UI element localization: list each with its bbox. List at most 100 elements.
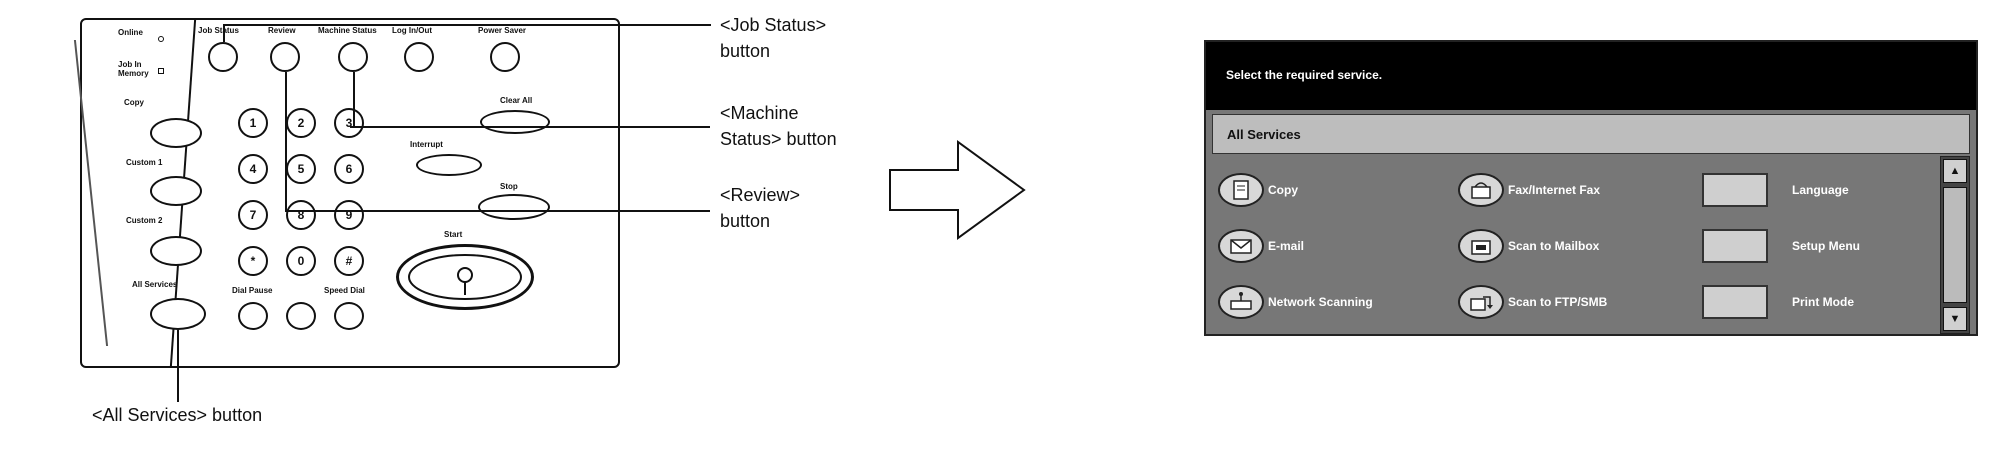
keypad-7[interactable]: 7 bbox=[238, 200, 268, 230]
login-logout-label: Log In/Out bbox=[392, 26, 432, 35]
scroll-thumb[interactable] bbox=[1943, 187, 1967, 303]
keypad-5[interactable]: 5 bbox=[286, 154, 316, 184]
start-button[interactable] bbox=[396, 244, 534, 310]
dial-pause-label: Dial Pause bbox=[232, 286, 273, 295]
review-button[interactable] bbox=[270, 42, 300, 72]
clear-all-button[interactable] bbox=[480, 110, 550, 134]
callout-line: <Machine bbox=[720, 103, 799, 123]
callout-line: Status> button bbox=[720, 129, 837, 149]
all-services-button[interactable] bbox=[150, 298, 206, 330]
copy-button[interactable] bbox=[150, 118, 202, 148]
machine-status-leader-v bbox=[353, 72, 355, 128]
all-services-callout: <All Services> button bbox=[92, 405, 263, 425]
screen-message: Select the required service. bbox=[1226, 68, 1383, 82]
network-scan-icon bbox=[1218, 285, 1264, 319]
interrupt-label: Interrupt bbox=[410, 140, 443, 149]
power-saver-button[interactable] bbox=[490, 42, 520, 72]
review-leader-v bbox=[285, 72, 287, 212]
email-service-button[interactable]: E-mail bbox=[1218, 226, 1304, 266]
service-label: Copy bbox=[1268, 183, 1298, 197]
callout-line: <Review> bbox=[720, 185, 801, 205]
job-status-button[interactable] bbox=[208, 42, 238, 72]
all-services-leader bbox=[177, 330, 179, 402]
service-label: E-mail bbox=[1268, 239, 1305, 253]
custom-1-button[interactable] bbox=[150, 176, 202, 206]
job-status-leader bbox=[223, 24, 225, 42]
keypad-6[interactable]: 6 bbox=[334, 154, 364, 184]
service-label: Scan to FTP/SMB bbox=[1508, 295, 1608, 309]
keypad-3[interactable]: 3 bbox=[334, 108, 364, 138]
start-icon bbox=[408, 254, 522, 300]
start-label: Start bbox=[444, 230, 463, 239]
keypad-9[interactable]: 9 bbox=[334, 200, 364, 230]
review-label: Review bbox=[268, 26, 296, 35]
machine-status-button[interactable] bbox=[338, 42, 368, 72]
callout-line: button bbox=[720, 41, 771, 61]
custom-2-label: Custom 2 bbox=[126, 216, 163, 225]
stop-label: Stop bbox=[500, 182, 518, 191]
keypad-8[interactable]: 8 bbox=[286, 200, 316, 230]
blank-button-icon bbox=[1702, 229, 1768, 263]
scrollbar[interactable]: ▲ ▼ bbox=[1940, 156, 1970, 334]
setup-menu-button[interactable]: Setup Menu bbox=[1702, 226, 1860, 266]
ftp-icon bbox=[1458, 285, 1504, 319]
online-indicator bbox=[158, 36, 164, 42]
review-callout: <Review> button bbox=[720, 182, 800, 234]
keypad-4[interactable]: 4 bbox=[238, 154, 268, 184]
clear-all-label: Clear All bbox=[500, 96, 533, 105]
service-label: Scan to Mailbox bbox=[1508, 239, 1600, 253]
scan-to-mailbox-service-button[interactable]: Scan to Mailbox bbox=[1458, 226, 1599, 266]
scroll-up-icon[interactable]: ▲ bbox=[1943, 159, 1967, 183]
job-status-leader-h bbox=[223, 24, 711, 26]
print-mode-button[interactable]: Print Mode bbox=[1702, 282, 1854, 322]
email-icon bbox=[1218, 229, 1264, 263]
scan-to-ftp-smb-service-button[interactable]: Scan to FTP/SMB bbox=[1458, 282, 1607, 322]
network-scanning-service-button[interactable]: Network Scanning bbox=[1218, 282, 1373, 322]
stop-button[interactable] bbox=[478, 194, 550, 220]
speed-dial-button[interactable] bbox=[334, 302, 364, 330]
callout-line: <Job Status> bbox=[720, 15, 827, 35]
job-status-callout: <Job Status> button bbox=[720, 12, 826, 64]
keypad-hash[interactable]: # bbox=[334, 246, 364, 276]
speed-dial-label: Speed Dial bbox=[324, 286, 365, 295]
all-services-label: All Services bbox=[132, 280, 178, 289]
custom-2-button[interactable] bbox=[150, 236, 202, 266]
review-leader bbox=[285, 210, 710, 212]
mailbox-icon bbox=[1458, 229, 1504, 263]
copy-icon bbox=[1218, 173, 1264, 207]
scroll-down-icon[interactable]: ▼ bbox=[1943, 307, 1967, 331]
blank-button-icon bbox=[1702, 285, 1768, 319]
clear-c-button[interactable] bbox=[286, 302, 316, 330]
interrupt-button[interactable] bbox=[416, 154, 482, 176]
machine-status-callout: <Machine Status> button bbox=[720, 100, 837, 152]
keypad-star[interactable]: * bbox=[238, 246, 268, 276]
right-arrow-icon bbox=[889, 140, 1026, 240]
service-label: Setup Menu bbox=[1792, 239, 1860, 253]
fax-internet-fax-service-button[interactable]: Fax/Internet Fax bbox=[1458, 170, 1600, 210]
callout-line: button bbox=[720, 211, 771, 231]
job-status-label: Job Status bbox=[198, 26, 239, 35]
custom-1-label: Custom 1 bbox=[126, 158, 163, 167]
control-panel: Online Job In Memory Copy Custom 1 Custo… bbox=[80, 18, 711, 402]
keypad-1[interactable]: 1 bbox=[238, 108, 268, 138]
machine-status-leader bbox=[350, 126, 710, 128]
job-in-memory-indicator bbox=[158, 68, 164, 74]
keypad-2[interactable]: 2 bbox=[286, 108, 316, 138]
job-in-memory-label: Job In Memory bbox=[118, 60, 149, 78]
copy-service-button[interactable]: Copy bbox=[1218, 170, 1298, 210]
screen-title-bar: All Services bbox=[1212, 114, 1970, 154]
service-label: Language bbox=[1792, 183, 1849, 197]
service-label: Network Scanning bbox=[1268, 295, 1373, 309]
message-bar: Select the required service. bbox=[1206, 42, 1976, 110]
copy-label: Copy bbox=[124, 98, 144, 107]
screen-title: All Services bbox=[1227, 127, 1301, 142]
login-logout-button[interactable] bbox=[404, 42, 434, 72]
keypad-0[interactable]: 0 bbox=[286, 246, 316, 276]
online-label: Online bbox=[118, 28, 143, 37]
fax-icon bbox=[1458, 173, 1504, 207]
language-button[interactable]: Language bbox=[1702, 170, 1849, 210]
service-label: Print Mode bbox=[1792, 295, 1854, 309]
dial-pause-button[interactable] bbox=[238, 302, 268, 330]
machine-status-label: Machine Status bbox=[318, 26, 377, 35]
touch-screen: Select the required service. All Service… bbox=[1204, 40, 1978, 336]
